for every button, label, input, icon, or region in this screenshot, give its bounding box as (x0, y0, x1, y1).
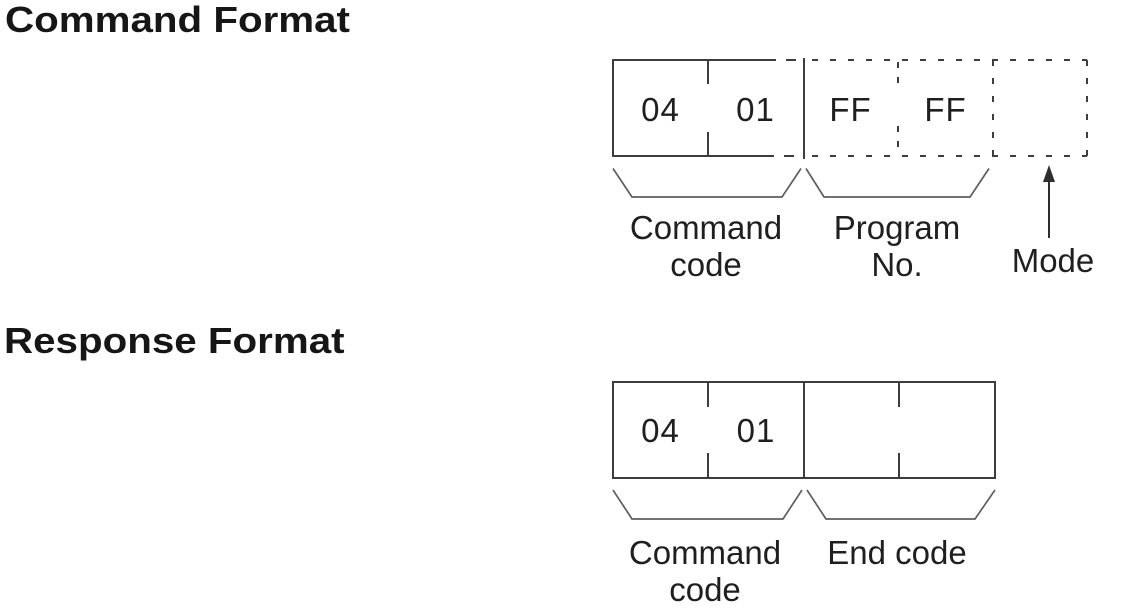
command-byte-4-value: FF (924, 91, 967, 128)
response-command-code-brace (612, 489, 803, 520)
response-frame-box (612, 381, 996, 479)
command-byte-2-value: 01 (736, 91, 775, 128)
command-format-heading: Command Format (5, 0, 350, 40)
response-frame-braces (612, 489, 996, 520)
command-frame-braces (612, 168, 990, 198)
command-byte-3-value: FF (829, 91, 872, 128)
command-frame-box (612, 58, 1088, 159)
response-byte-2-value: 01 (736, 412, 776, 449)
response-command-code-label: Command code (628, 534, 782, 608)
command-code-brace (612, 168, 802, 198)
program-no-brace (805, 168, 990, 198)
command-code-label: Command code (629, 209, 783, 283)
mode-arrow-head (1043, 165, 1055, 182)
mode-label: Mode (1011, 242, 1095, 279)
response-end-code-brace (806, 489, 996, 520)
command-byte-1-value: 04 (641, 91, 680, 128)
mode-arrow (1043, 165, 1055, 238)
response-byte-1-value: 04 (641, 412, 680, 449)
end-code-label: End code (827, 534, 967, 571)
program-no-label: Program No. (833, 209, 961, 283)
response-format-heading: Response Format (4, 320, 345, 361)
